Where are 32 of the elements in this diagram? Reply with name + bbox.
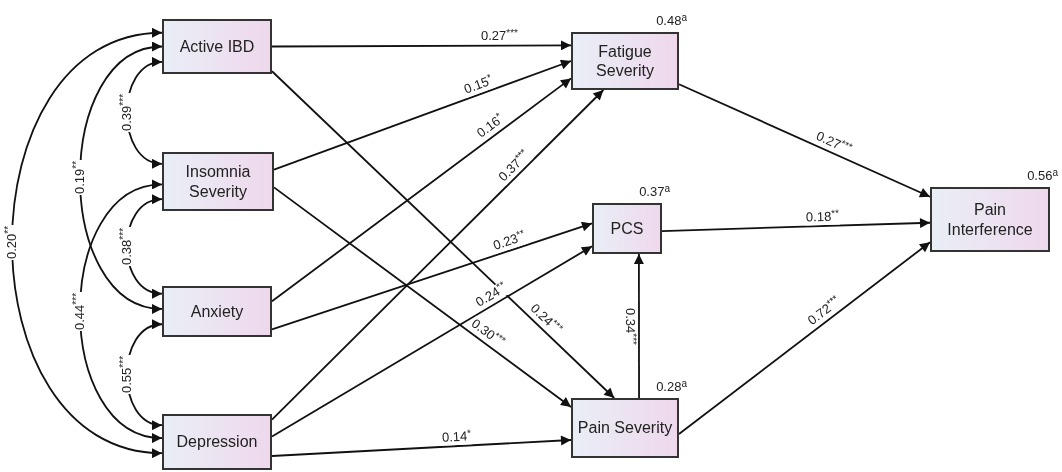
r-squared-value: 0.48$^{a}$ xyxy=(656,13,687,29)
variable-label: Pain Interference xyxy=(946,200,1034,239)
variable-box xyxy=(162,414,272,470)
variable-label: Insomnia Severity xyxy=(184,162,252,201)
variable-box xyxy=(162,286,272,337)
arrow xyxy=(271,221,593,331)
r-squared-value: 0.37$^{a}$ xyxy=(639,184,670,200)
arrow xyxy=(273,59,572,171)
arrow xyxy=(633,253,644,399)
variable-label: Depression xyxy=(176,432,258,452)
path-coefficient: 0.18$^{**}$ xyxy=(804,209,841,226)
variable-label: Active IBD xyxy=(179,36,255,57)
arrow xyxy=(271,77,572,303)
correlation-arc xyxy=(79,43,163,312)
variable-box xyxy=(162,19,272,74)
correlation-arc xyxy=(79,181,163,442)
arrow xyxy=(271,245,593,438)
variable-label: Fatigue Severity xyxy=(595,41,655,81)
correlation-arc xyxy=(11,29,163,457)
variable-label: Pain Severity xyxy=(577,418,673,438)
variable-label: Anxiety xyxy=(190,301,244,322)
arrow xyxy=(661,218,931,232)
r-squared-value: 0.28$^{a}$ xyxy=(656,379,687,395)
arrow xyxy=(678,241,931,435)
variable-box xyxy=(162,152,274,211)
arrow xyxy=(273,186,572,408)
arrow xyxy=(271,40,572,51)
r-squared-value: 0.56$^{a}$ xyxy=(1027,168,1058,184)
path-coefficient: 0.14$^{*}$ xyxy=(441,428,473,446)
variable-label: PCS xyxy=(610,218,644,239)
arrow xyxy=(678,83,931,198)
arrow xyxy=(271,435,572,457)
